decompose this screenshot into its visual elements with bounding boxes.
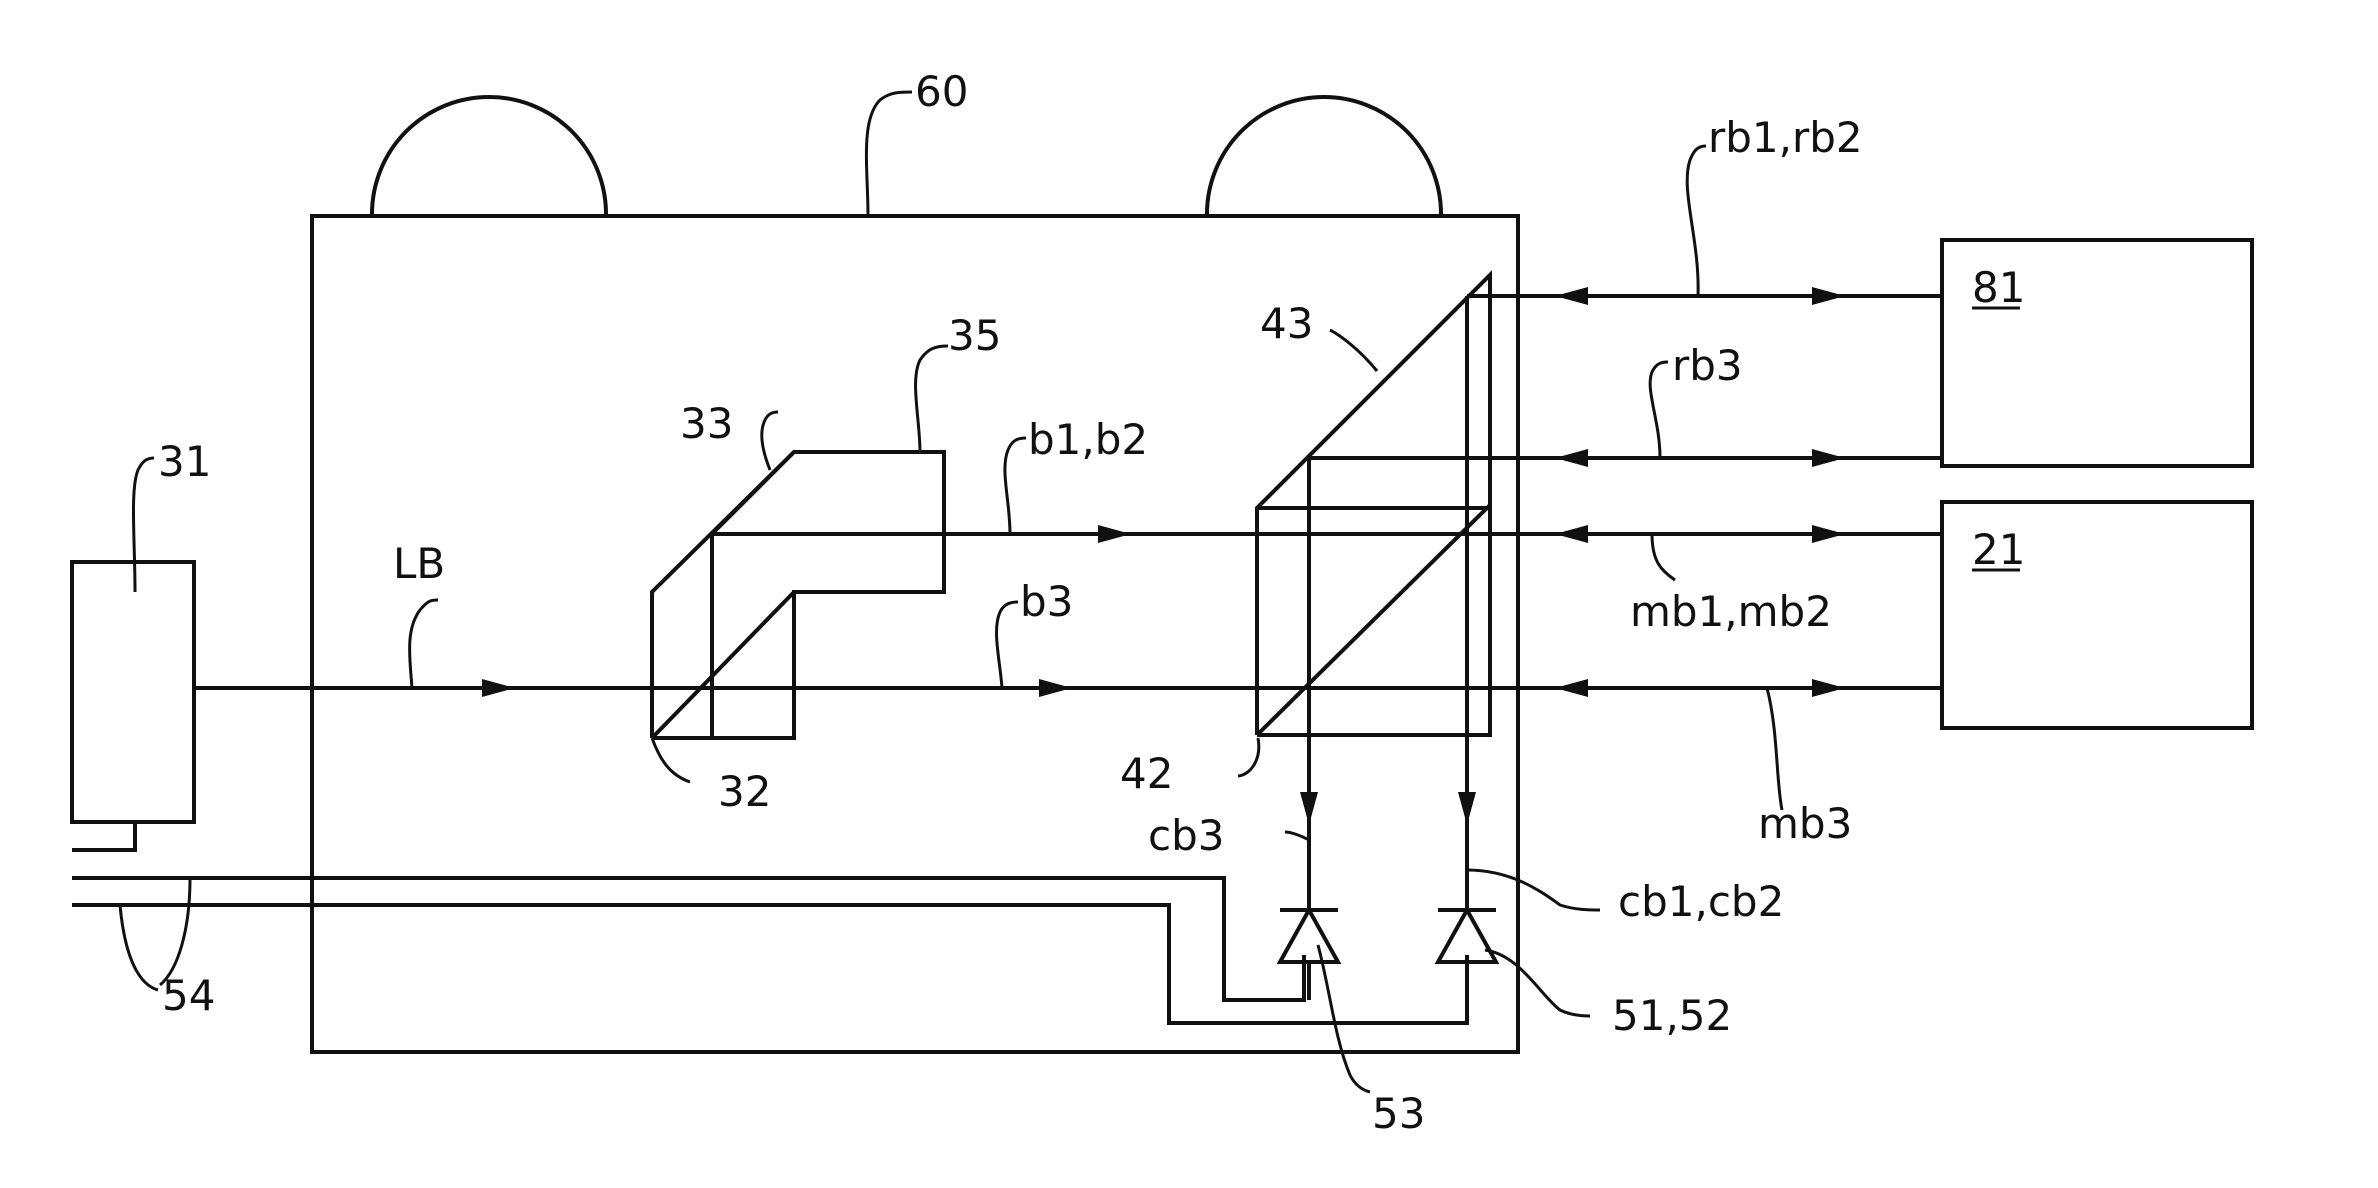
wire-54 (72, 878, 1467, 1023)
label-mb3: mb3 (1758, 799, 1852, 848)
detector-51-52 (1438, 910, 1496, 962)
label-33: 33 (680, 399, 733, 448)
beam-cb3 (1300, 458, 1318, 910)
label-mb1-mb2: mb1,mb2 (1630, 587, 1832, 636)
label-cb1-cb2: cb1,cb2 (1618, 877, 1784, 926)
label-60: 60 (915, 67, 968, 116)
label-b3: b3 (1020, 577, 1073, 626)
beam-rb3 (1309, 449, 1942, 467)
label-51-52: 51,52 (1612, 991, 1732, 1040)
detector-53 (1280, 910, 1338, 1000)
light-source-31 (72, 562, 194, 850)
label-rb1-rb2: rb1,rb2 (1708, 113, 1863, 162)
beam-rb1-rb2 (1467, 287, 1942, 305)
label-43: 43 (1260, 299, 1313, 348)
label-21: 21 (1972, 525, 2025, 574)
beam-b1-b2 (712, 525, 1460, 543)
label-81: 81 (1972, 263, 2025, 312)
label-32: 32 (718, 767, 771, 816)
label-54: 54 (162, 971, 215, 1020)
beam-cb1-cb2 (1458, 296, 1476, 910)
label-31: 31 (158, 437, 211, 486)
label-cb3: cb3 (1148, 811, 1224, 860)
beam-mb3 (1482, 679, 1942, 697)
label-42: 42 (1120, 749, 1173, 798)
label-53: 53 (1372, 1089, 1425, 1138)
beam-lb-b3 (194, 679, 1482, 697)
leader-lines (120, 92, 1782, 1092)
label-lb: LB (393, 539, 445, 588)
beam-mb1-mb2 (1460, 525, 1942, 543)
label-rb3: rb3 (1672, 341, 1743, 390)
label-35: 35 (948, 311, 1001, 360)
label-b1-b2: b1,b2 (1028, 415, 1148, 464)
splitter-assembly (652, 452, 944, 738)
